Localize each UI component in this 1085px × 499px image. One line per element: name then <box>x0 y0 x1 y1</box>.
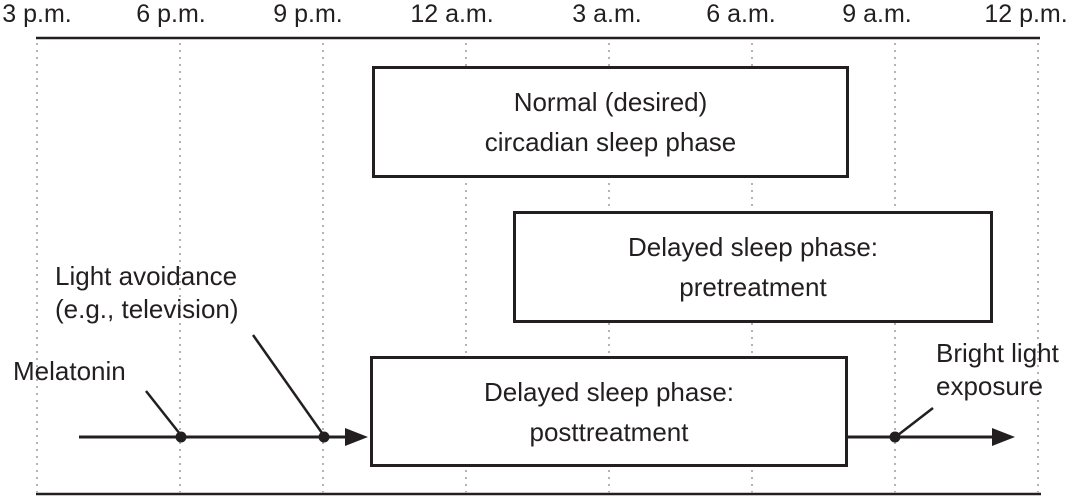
post-box-arrowhead <box>992 428 1015 446</box>
normal-sleep-phase-line1: Normal (desired) <box>513 87 708 117</box>
light-avoidance-label: Light avoidance (e.g., television) <box>55 260 239 326</box>
light-avoidance-line1: Light avoidance <box>55 261 238 291</box>
posttreatment-sleep-phase-line2: posttreatment <box>529 416 689 447</box>
light-avoidance-dot <box>318 431 330 443</box>
tick-label-12pm: 12 p.m. <box>984 0 1068 28</box>
bright-light-line1: Bright light <box>936 338 1059 368</box>
tick-label-3pm: 3 p.m. <box>2 0 72 28</box>
pre-box-arrowhead <box>345 428 368 446</box>
posttreatment-sleep-phase-box: Delayed sleep phase: posttreatment <box>370 356 848 467</box>
normal-sleep-phase-line2: circadian sleep phase <box>484 127 737 157</box>
light-avoidance-leader-line <box>251 334 324 434</box>
melatonin-label-text: Melatonin <box>13 356 126 386</box>
bright-light-exposure-label: Bright light exposure <box>936 337 1059 403</box>
tick-label-12am: 12 a.m. <box>410 0 494 28</box>
pretreatment-sleep-phase-line1: Delayed sleep phase: <box>627 232 879 262</box>
melatonin-leader-line <box>145 390 181 435</box>
tick-label-9pm: 9 p.m. <box>273 0 343 28</box>
bright-light-leader-line <box>897 407 934 436</box>
tick-label-9am: 9 a.m. <box>842 0 912 28</box>
melatonin-label: Melatonin <box>13 355 126 388</box>
light-avoidance-line2: (e.g., television) <box>55 294 239 324</box>
normal-sleep-phase-box: Normal (desired) circadian sleep phase <box>372 66 849 178</box>
bright-light-dot <box>889 431 901 443</box>
melatonin-dot <box>175 431 187 443</box>
tick-label-3am: 3 a.m. <box>572 0 642 28</box>
tick-label-6am: 6 a.m. <box>706 0 776 28</box>
pretreatment-sleep-phase-line2: pretreatment <box>679 272 827 302</box>
posttreatment-sleep-phase-line1: Delayed sleep phase: <box>483 376 735 407</box>
tick-label-6pm: 6 p.m. <box>136 0 206 28</box>
bright-light-line2: exposure <box>936 371 1043 401</box>
pretreatment-sleep-phase-box: Delayed sleep phase: pretreatment <box>513 211 993 323</box>
